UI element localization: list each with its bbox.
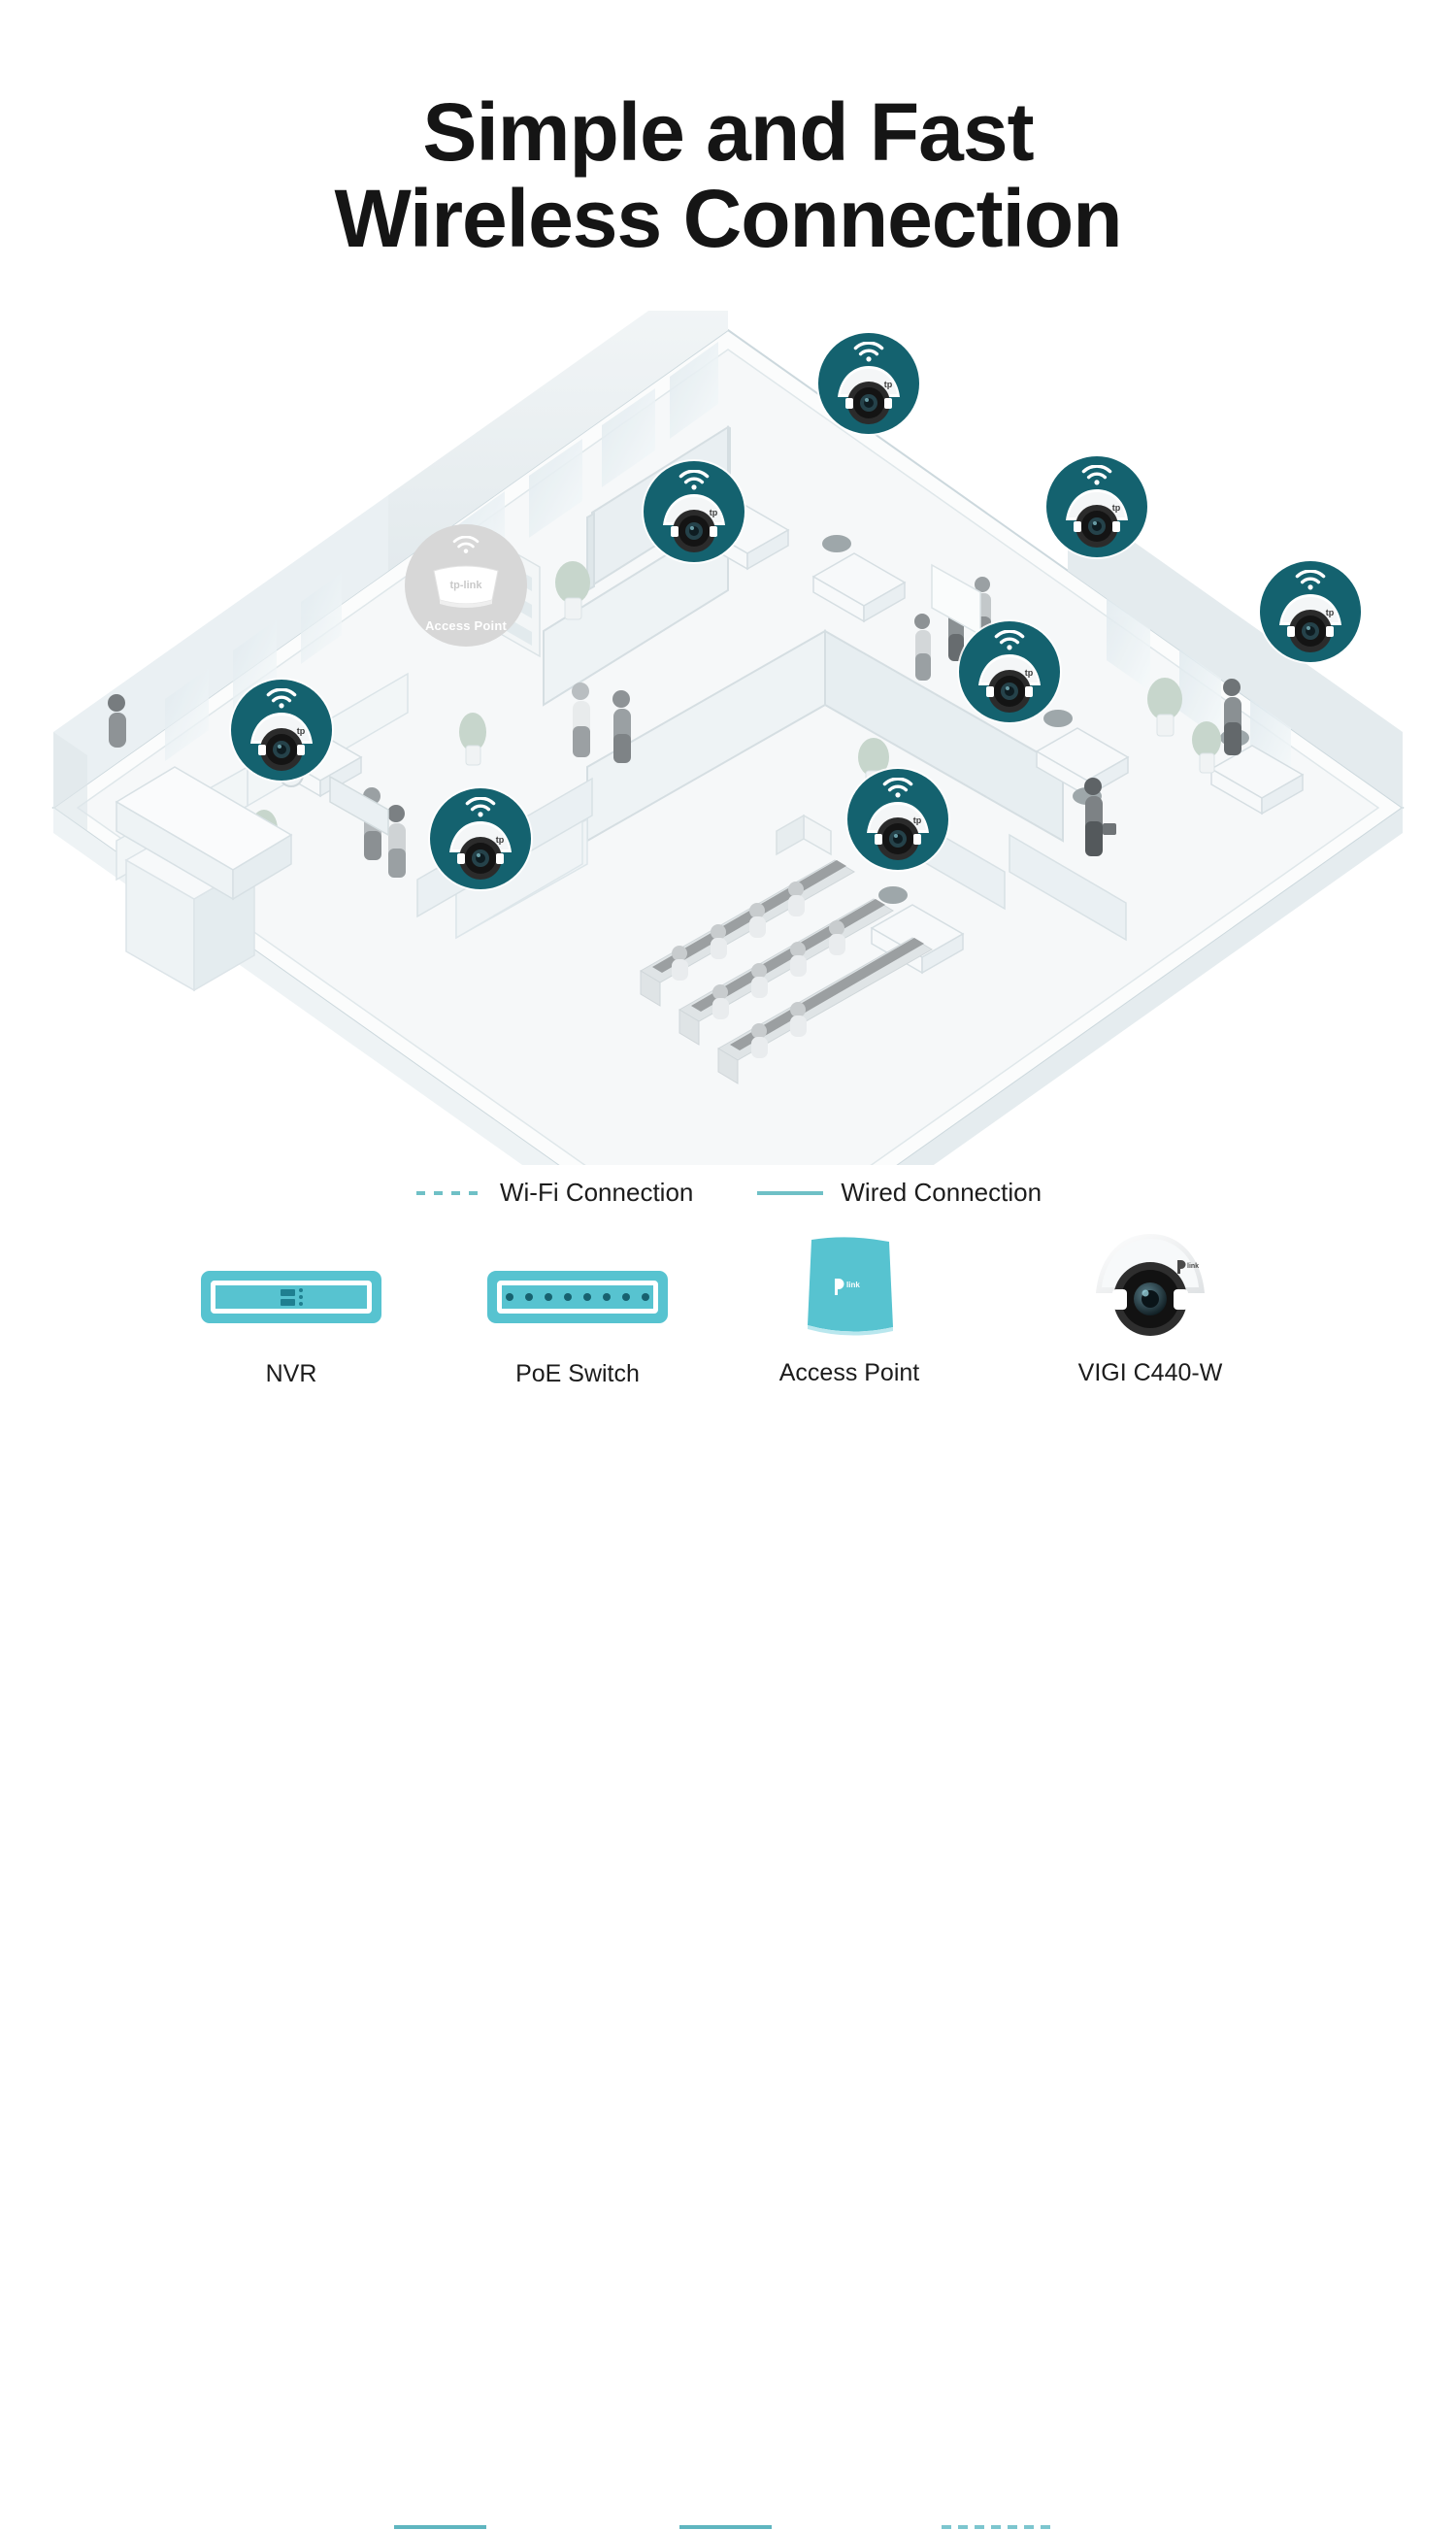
svg-text:tp: tp <box>710 508 718 517</box>
dome-camera-icon: tp <box>838 366 900 424</box>
dome-camera-icon: tp <box>1066 489 1128 548</box>
svg-text:tp: tp <box>1112 503 1121 513</box>
device-access-point-art: link <box>796 1223 903 1349</box>
device-nvr-art <box>201 1244 381 1350</box>
access-point-badge-label: Access Point <box>424 618 508 633</box>
dome-camera-icon: tp <box>449 821 512 880</box>
camera-badge-lobby[interactable]: tp <box>430 788 531 889</box>
page-title: Simple and Fast Wireless Connection <box>0 86 1456 265</box>
svg-text:link: link <box>846 1281 860 1289</box>
wifi-icon <box>678 470 710 490</box>
page-root: Simple and Fast Wireless Connection <box>0 86 1456 2529</box>
wifi-icon <box>994 630 1025 650</box>
legend: Wi-Fi Connection Wired Connection <box>0 1178 1456 1208</box>
device-access-point[interactable]: link Access Point <box>709 1223 990 1387</box>
svg-text:tp: tp <box>884 380 893 389</box>
wifi-icon <box>853 342 884 362</box>
wifi-icon <box>266 688 297 709</box>
solid-line-icon <box>757 1190 824 1195</box>
svg-text:tp: tp <box>913 816 922 825</box>
dome-camera-icon: tp <box>250 713 313 771</box>
page-title-line-1: Simple and Fast <box>422 86 1034 178</box>
svg-text:tp: tp <box>1326 608 1335 617</box>
legend-wired-connection: Wired Connection <box>755 1178 1042 1208</box>
wifi-icon <box>882 778 913 798</box>
svg-text:tp: tp <box>1025 668 1034 678</box>
camera-badge-meeting-room[interactable]: tp <box>847 769 948 870</box>
dome-camera-icon: link <box>1096 1233 1205 1336</box>
device-legend-row: NVR PoE Switch <box>0 1228 1456 2529</box>
camera-badge-far-east-office[interactable]: tp <box>1260 561 1361 662</box>
camera-badge-open-office-right[interactable]: tp <box>959 621 1060 722</box>
dashed-line-icon <box>415 1190 482 1195</box>
nvr-icon <box>201 1271 381 1323</box>
dome-camera-icon: tp <box>1279 594 1341 652</box>
legend-wired-connection-label: Wired Connection <box>841 1178 1042 1207</box>
office-floorplan-illustration: tp-link Access Point tp <box>0 311 1456 1165</box>
device-nvr-label: NVR <box>265 1360 317 1387</box>
poe-switch-icon <box>487 1271 668 1323</box>
access-point-badge[interactable]: tp-link Access Point <box>405 524 527 647</box>
device-poe-switch[interactable]: PoE Switch <box>437 1244 718 1388</box>
connector-nvr-to-switch <box>394 2525 486 2529</box>
wifi-icon <box>1295 570 1326 590</box>
device-poe-switch-art <box>487 1244 668 1350</box>
device-poe-switch-label: PoE Switch <box>515 1360 640 1387</box>
svg-text:tp: tp <box>297 726 306 736</box>
dome-camera-icon: tp <box>867 802 929 860</box>
dome-camera-icon: tp <box>978 654 1041 713</box>
svg-text:tp: tp <box>496 835 505 845</box>
svg-text:link: link <box>1187 1263 1199 1270</box>
wifi-icon <box>465 797 496 817</box>
camera-badge-reception[interactable]: tp <box>231 680 332 781</box>
legend-wifi-connection-label: Wi-Fi Connection <box>499 1178 694 1207</box>
access-point-icon: tp-link <box>433 565 499 608</box>
camera-badge-east-office[interactable]: tp <box>1046 456 1147 557</box>
dome-camera-icon: tp <box>663 494 725 552</box>
device-nvr[interactable]: NVR <box>150 1244 432 1388</box>
floorplan-svg <box>51 311 1405 1165</box>
svg-text:tp-link: tp-link <box>450 580 483 591</box>
connector-switch-to-ap <box>679 2525 772 2529</box>
camera-badge-north-office[interactable]: tp <box>818 333 919 434</box>
camera-badge-open-office-left[interactable]: tp <box>644 461 745 562</box>
legend-wifi-connection: Wi-Fi Connection <box>414 1178 693 1208</box>
device-vigi-camera-label: VIGI C440-W <box>1077 1359 1223 1386</box>
connector-ap-to-camera <box>942 2525 1056 2529</box>
device-vigi-camera-art: link <box>1093 1220 1208 1349</box>
device-access-point-label: Access Point <box>778 1359 920 1386</box>
wifi-icon <box>452 536 480 553</box>
wifi-icon <box>1081 465 1112 485</box>
access-point-icon: link <box>808 1237 893 1336</box>
page-title-line-2: Wireless Connection <box>334 173 1122 265</box>
device-vigi-camera[interactable]: link VIGI C440-W <box>1009 1220 1291 1387</box>
